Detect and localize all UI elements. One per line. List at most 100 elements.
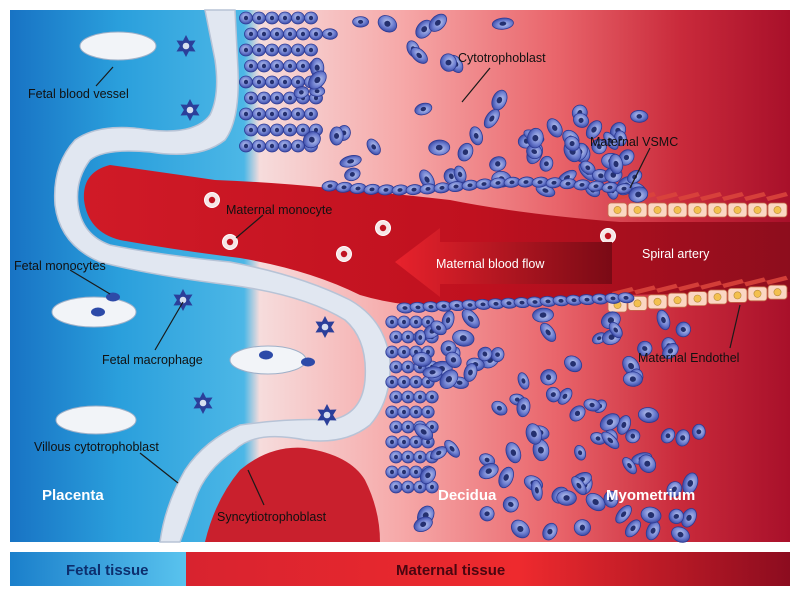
cytotrophoblast-cell — [412, 352, 432, 367]
cytotrophoblast-cell — [564, 135, 580, 152]
cytotrophoblast-cell — [239, 75, 253, 89]
cytotrophoblast-cell — [583, 398, 601, 412]
cytotrophoblast-cell — [391, 184, 409, 196]
maternal-monocyte-icon — [336, 246, 352, 262]
fetal-macrophage-icon — [173, 289, 193, 311]
cytotrophoblast-cell — [457, 142, 474, 162]
cytotrophoblast-cell — [545, 386, 561, 403]
cytotrophoblast-cell — [283, 27, 297, 41]
cytotrophoblast-cell — [413, 390, 427, 404]
cytotrophoblast-cell — [270, 59, 284, 73]
cytotrophoblast-cell — [591, 138, 607, 155]
maternal-monocyte-icon — [204, 192, 220, 208]
cytotrophoblast-cell — [239, 43, 253, 57]
cytotrophoblast-cell — [505, 442, 522, 464]
cytotrophoblast-cell — [502, 496, 519, 513]
cytotrophoblast-cell — [244, 123, 258, 137]
cytotrophoblast-cell — [675, 429, 690, 447]
maternal-vsmc-layer — [607, 192, 788, 218]
cytotrophoblast-cell — [244, 27, 258, 41]
cytotrophoblast-cell — [419, 183, 437, 195]
cytotrophoblast-cell — [542, 522, 558, 541]
cytotrophoblast-cell — [625, 519, 641, 538]
cytotrophoblast-cell — [491, 400, 508, 416]
villous-membrane — [53, 9, 391, 543]
fetal-monocyte-icon — [259, 350, 273, 360]
cytotrophoblast-cell — [477, 346, 493, 362]
region-label-decidua: Decidua — [438, 487, 497, 504]
cytotrophoblast-cell — [244, 59, 258, 73]
region-label-placenta: Placenta — [42, 487, 104, 504]
cytotrophoblast-cell — [587, 180, 605, 192]
cytotrophoblast-cell — [278, 139, 292, 153]
cytotrophoblast-cell — [291, 43, 305, 57]
cytotrophoblast-cell — [296, 123, 310, 137]
cytotrophoblast-cell — [252, 107, 266, 121]
cytotrophoblast-cell — [527, 127, 544, 149]
cytotrophoblast-cell — [401, 450, 415, 464]
cytotrophoblast-cell — [662, 343, 679, 359]
cytotrophoblast-cell — [463, 363, 478, 382]
cytotrophoblast-cell — [409, 405, 423, 419]
cytotrophoblast-cell — [252, 75, 266, 89]
cytotrophoblast-cell — [389, 330, 403, 344]
leader-lines — [69, 66, 741, 506]
label-spiral-artery: Spiral artery — [642, 247, 710, 261]
cytotrophoblast-cell — [682, 472, 699, 495]
cytotrophoblast-cell — [252, 43, 266, 57]
cytotrophoblast-cell — [615, 183, 633, 195]
cytotrophoblast-cell — [385, 435, 399, 449]
cytotrophoblast-cell — [556, 490, 577, 506]
fetal-monocytes — [91, 292, 315, 367]
cytotrophoblast-cell — [461, 308, 480, 329]
cytotrophoblast-cell — [397, 465, 411, 479]
cytotrophoblast-cell — [344, 167, 361, 182]
cytotrophoblast-cell — [630, 110, 649, 123]
cytotrophoblast-cell — [385, 375, 399, 389]
cytotrophoblast-cell — [546, 118, 563, 138]
cytotrophoblast-cell — [401, 420, 415, 434]
cytotrophoblast-cell — [608, 153, 624, 175]
cytotrophoblast-cell — [573, 179, 591, 191]
cytotrophoblast-cell — [578, 294, 596, 306]
cytotrophoblast-cell — [425, 480, 439, 494]
cytotrophoblast-cell — [414, 102, 433, 116]
cytotrophoblast-cell — [389, 480, 403, 494]
cytotrophoblast-cell — [410, 47, 428, 64]
cytotrophoblast-cell — [265, 107, 279, 121]
cytotrophoblast-cell — [352, 16, 369, 28]
cytotrophoblast-cell — [252, 139, 266, 153]
cytotrophoblast-cell — [389, 390, 403, 404]
cytotrophoblast-cell — [335, 181, 353, 193]
label-fetal-macrophage: Fetal macrophage — [102, 353, 203, 367]
cytotrophoblast-cell — [573, 112, 590, 128]
cytotrophoblast-cell — [656, 309, 671, 331]
cytotrophoblast-cell — [278, 75, 292, 89]
cytotrophoblast-cell — [329, 126, 344, 146]
cytotrophoblast-cell — [483, 108, 500, 129]
fetal-blood-vessel — [55, 405, 137, 435]
cytotrophoblast-cell — [435, 300, 453, 312]
cytotrophoblast-cell — [401, 330, 415, 344]
cytotrophoblast-cell — [409, 315, 423, 329]
cytotrophoblast-cell — [531, 479, 543, 501]
cytotrophoblast-cell — [283, 59, 297, 73]
cytotrophoblast-cell — [618, 149, 635, 166]
label-maternal-blood-flow: Maternal blood flow — [436, 257, 545, 271]
cytotrophoblast-cell — [627, 169, 643, 184]
cytotrophoblast-cell — [401, 390, 415, 404]
cytotrophoblast-cell — [291, 107, 305, 121]
cytotrophoblast-cell — [498, 466, 514, 489]
cytotrophoblast-cell — [428, 13, 447, 32]
cytotrophoblast-cell — [617, 292, 635, 304]
cytotrophoblast-cell — [304, 43, 318, 57]
fetal-tissue-label: Fetal tissue — [66, 562, 149, 579]
cytotrophoblast-cell — [540, 369, 557, 386]
cytotrophoblast-cell — [637, 340, 653, 357]
cytotrophoblast-cell — [571, 476, 587, 496]
cytotrophoblast-cell — [265, 75, 279, 89]
cytotrophoblast-cell — [413, 480, 427, 494]
cytotrophoblast-cell — [532, 439, 550, 462]
cytotrophoblast-cell — [491, 17, 514, 30]
cytotrophoblast-cell — [422, 366, 443, 379]
